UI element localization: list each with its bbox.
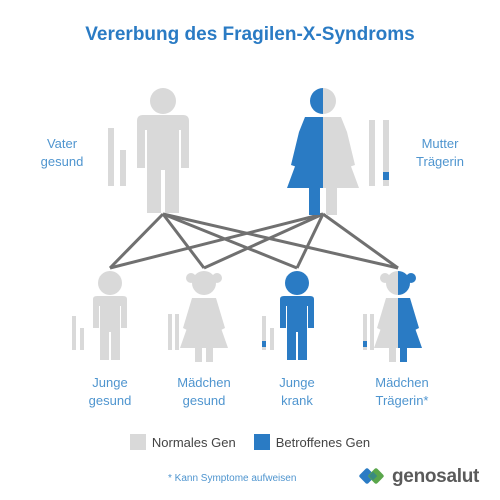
inheritance-line-p1-c2	[161, 213, 206, 269]
child-boy-affected	[280, 271, 314, 360]
mother-label: Mutter Trägerin	[400, 135, 480, 171]
child4-chromosomes	[363, 314, 374, 350]
inheritance-line-p1-c1	[108, 212, 165, 270]
footnote: * Kann Symptome aufweisen	[168, 473, 297, 484]
child2-chromosomes	[168, 314, 179, 350]
child1-label-line1: Junge	[92, 375, 128, 390]
child1-label: Junge gesund	[60, 374, 160, 410]
mother-figure	[287, 88, 359, 215]
legend-item-normal: Normales Gen	[129, 434, 236, 450]
diagram-title: Vererbung des Fragilen-X-Syndroms	[85, 24, 415, 45]
child2-label: Mädchen gesund	[154, 374, 254, 410]
father-label: Vater gesund	[22, 135, 102, 171]
child1-chromosomes	[72, 316, 84, 350]
father-label-line2: gesund	[40, 154, 84, 169]
child-girl-healthy	[180, 271, 228, 362]
brand-name: genosalut	[392, 466, 480, 487]
inheritance-line-p1-c3	[162, 212, 298, 270]
inheritance-line-p2-c4	[322, 212, 399, 270]
child3-chromosomes	[262, 316, 274, 350]
brand-logo[interactable]: genosalut	[358, 466, 479, 488]
inheritance-lines	[108, 212, 399, 270]
child1-label-line2: gesund	[88, 393, 132, 408]
legend-swatch-normal	[129, 434, 146, 450]
inheritance-line-p1-c4	[162, 212, 399, 270]
child3-label-line1: Junge	[279, 375, 315, 390]
child3-label-line2: krank	[281, 393, 313, 408]
father-label-line1: Vater	[46, 136, 78, 151]
mother-label-line1: Mutter	[421, 136, 459, 151]
child-boy-healthy	[93, 271, 127, 360]
child-girl-carrier	[374, 271, 422, 362]
child4-label-line2: Trägerin*	[375, 393, 429, 408]
legend-item-affected: Betroffenes Gen	[253, 434, 371, 450]
inheritance-line-p2-c1	[109, 212, 324, 270]
genosalut-logo-icon	[359, 468, 384, 484]
mother-chromosomes	[369, 120, 389, 186]
inheritance-line-p2-c2	[203, 212, 324, 270]
legend-label-normal: Normales Gen	[151, 434, 236, 450]
father-figure	[137, 88, 189, 213]
child4-label: Mädchen Trägerin*	[352, 374, 452, 410]
legend-label-affected: Betroffenes Gen	[275, 434, 371, 450]
child2-label-line2: gesund	[182, 393, 226, 408]
father-chromosomes	[108, 128, 126, 186]
inheritance-line-p2-c3	[295, 213, 325, 269]
child4-label-line1: Mädchen	[375, 375, 429, 390]
legend: Normales Gen Betroffenes Gen	[0, 434, 500, 450]
child3-label: Junge krank	[247, 374, 347, 410]
legend-swatch-affected	[253, 434, 270, 450]
child2-label-line1: Mädchen	[177, 375, 231, 390]
mother-label-line2: Trägerin	[416, 154, 464, 169]
